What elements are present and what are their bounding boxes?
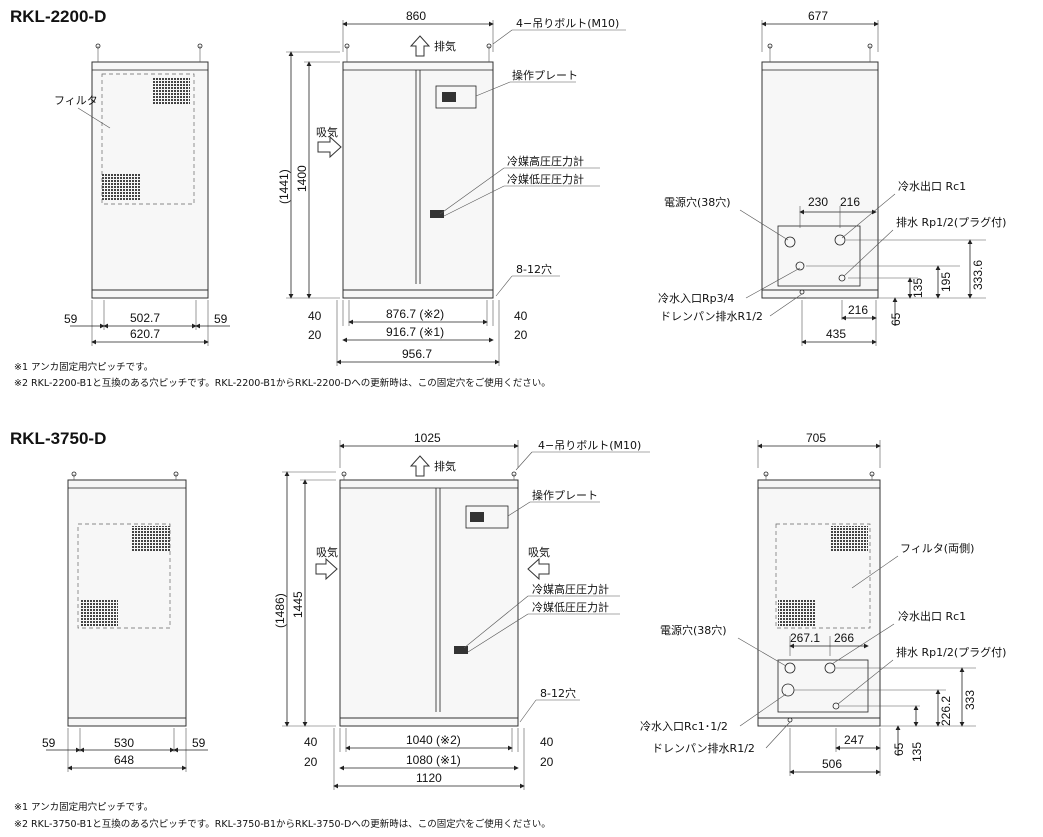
side-view-right: 677 電源穴(38穴) 冷水出口 Rc1 排水 Rp1/2(プラグ付) 冷水入… — [658, 9, 1006, 346]
dim-r2: 20 — [540, 755, 554, 769]
dim-c: 135 — [911, 278, 925, 298]
side-view-left: フィルタ 59 502.7 59 620.7 — [54, 43, 230, 346]
vent-grille — [132, 526, 170, 552]
drain-label: 排水 Rp1/2(プラグ付) — [896, 215, 1006, 229]
water-in-label: 冷水入口Rc1･1/2 — [640, 720, 728, 733]
front-view: 860 排気 4−吊りボルト(M10) 吸気 操作プレート 冷媒高圧圧力計 冷媒… — [277, 9, 626, 366]
dim-d: 333 — [963, 690, 977, 710]
dim-f: 216 — [848, 303, 868, 317]
water-in-label: 冷水入口Rp3/4 — [658, 292, 734, 305]
drain-label: 排水 Rp1/2(プラグ付) — [896, 645, 1006, 659]
dim-l1: 40 — [304, 735, 318, 749]
dim-height-body: 1400 — [295, 165, 309, 192]
dim-right-gap: 59 — [192, 736, 206, 750]
dim-e: 333.6 — [971, 260, 985, 290]
dim-height-body: 1445 — [291, 591, 305, 618]
note-2: ※2 RKL-2200-B1と互換のある穴ピッチです。RKL-2200-B1から… — [14, 377, 551, 389]
dim-l2: 20 — [308, 328, 322, 342]
intake-label: 吸気 — [316, 545, 338, 559]
dim-v2: 916.7 (※1) — [386, 325, 444, 339]
dim-top-width: 1025 — [414, 431, 441, 445]
drain-pan-label: ドレンパン排水R1/2 — [660, 309, 763, 323]
hole-label: 8-12穴 — [540, 686, 576, 700]
plate-label: 操作プレート — [532, 488, 598, 502]
bolt-label: 4−吊りボルト(M10) — [538, 439, 641, 452]
intake-label: 吸気 — [316, 125, 338, 139]
dim-total: 956.7 — [402, 347, 432, 361]
dim-g: 65 — [892, 742, 906, 756]
dim-r2: 20 — [514, 328, 528, 342]
filter-label: フィルタ — [54, 94, 98, 107]
dim-height-total: (1486) — [273, 593, 287, 628]
note-2: ※2 RKL-3750-B1と互換のある穴ピッチです。RKL-3750-B1から… — [14, 818, 551, 830]
gauge-low-label: 冷媒低圧圧力計 — [532, 600, 609, 614]
vent-grille — [102, 174, 140, 200]
vent-grille — [80, 600, 118, 626]
model-title: RKL-2200-D — [10, 7, 106, 26]
dim-c: 226.2 — [939, 696, 953, 726]
plate-label: 操作プレート — [512, 68, 578, 82]
dim-a: 230 — [808, 195, 828, 209]
dim-r1: 40 — [540, 735, 554, 749]
dim-height-total: (1441) — [277, 169, 291, 204]
dim-d: 195 — [939, 272, 953, 292]
water-out-label: 冷水出口 Rc1 — [898, 179, 966, 193]
dim-l2: 20 — [304, 755, 318, 769]
bolt-label: 4−吊りボルト(M10) — [516, 17, 619, 30]
dim-outer: 620.7 — [130, 327, 160, 341]
dim-f: 247 — [844, 733, 864, 747]
power-hole-label: 電源穴(38穴) — [664, 195, 731, 209]
note-1: ※1 アンカ固定用穴ピッチです。 — [14, 361, 153, 373]
dim-b: 266 — [834, 631, 854, 645]
dim-depth: 705 — [806, 431, 826, 445]
gauge-high-label: 冷媒高圧圧力計 — [507, 154, 584, 168]
vent-grille — [778, 600, 816, 626]
intake-right-label: 吸気 — [528, 545, 550, 559]
dim-r1: 40 — [514, 309, 528, 323]
dim-h: 135 — [910, 742, 924, 762]
power-hole-label: 電源穴(38穴) — [660, 623, 727, 637]
dim-top-width: 860 — [406, 9, 426, 23]
dim-inner: 502.7 — [130, 311, 160, 325]
dim-v1: 1040 (※2) — [406, 733, 461, 747]
dim-v2: 1080 (※1) — [406, 753, 461, 767]
dim-inner: 530 — [114, 736, 134, 750]
dim-left-gap: 59 — [64, 312, 78, 326]
side-view-right: 705 フィルタ(両側) 電源穴(38穴) 冷水出口 Rc1 排水 Rp1/2(… — [640, 431, 1006, 776]
dim-right-gap: 59 — [214, 312, 228, 326]
note-1: ※1 アンカ固定用穴ピッチです。 — [14, 801, 153, 813]
dim-total: 1120 — [416, 771, 442, 785]
model-title: RKL-3750-D — [10, 429, 106, 448]
dim-l1: 40 — [308, 309, 322, 323]
dim-depth: 677 — [808, 9, 828, 23]
water-out-label: 冷水出口 Rc1 — [898, 609, 966, 623]
drain-pan-label: ドレンパン排水R1/2 — [652, 741, 755, 755]
side-view-left: 59 530 59 648 — [42, 471, 208, 772]
hole-label: 8-12穴 — [516, 262, 552, 276]
filter-label: フィルタ(両側) — [900, 542, 974, 555]
exhaust-label: 排気 — [434, 39, 456, 53]
vent-grille — [830, 526, 868, 552]
front-view: 1025 排気 4−吊りボルト(M10) 吸気 吸気 操作プレート 冷媒高圧圧力… — [273, 431, 650, 790]
gauge-low-label: 冷媒低圧圧力計 — [507, 172, 584, 186]
dim-h: 435 — [826, 327, 846, 341]
dim-v1: 876.7 (※2) — [386, 307, 444, 321]
gauge-high-label: 冷媒高圧圧力計 — [532, 582, 609, 596]
dim-i: 506 — [822, 757, 842, 771]
dim-left-gap: 59 — [42, 736, 56, 750]
dim-a: 267.1 — [790, 631, 820, 645]
dim-outer: 648 — [114, 753, 134, 767]
dim-g: 65 — [889, 312, 903, 326]
vent-grille — [152, 78, 190, 104]
dim-b: 216 — [840, 195, 860, 209]
exhaust-label: 排気 — [434, 459, 456, 473]
